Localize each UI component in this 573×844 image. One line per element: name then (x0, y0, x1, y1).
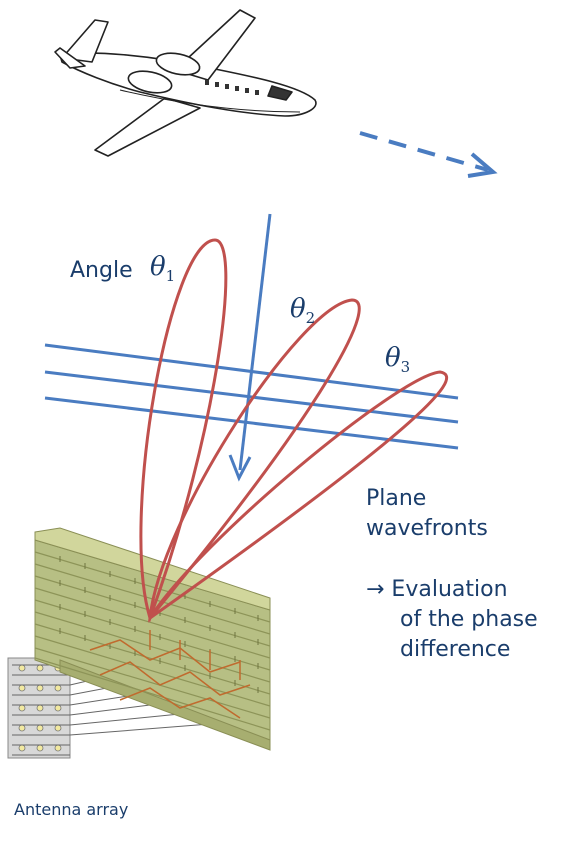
beam-lobes (139, 238, 449, 623)
antenna-array-label: Antenna array (14, 800, 129, 819)
eval-line-1: → Evaluation (366, 577, 508, 602)
antenna-array-block (34, 527, 271, 751)
theta2-label: θ2 (290, 294, 316, 327)
angle-label: Angle (70, 258, 133, 283)
theta1-label: θ1 (150, 252, 176, 285)
theta3-label: θ3 (385, 343, 411, 376)
plane-line-2: wavefronts (366, 516, 488, 541)
feed-network-board (7, 639, 211, 759)
beam-lobe-theta3 (148, 370, 449, 620)
eval-line-3: difference (400, 637, 511, 662)
direction-arrow-icon (359, 131, 498, 178)
phase-evaluation-label: → Evaluation of the phase difference (366, 575, 538, 665)
plane-wavefronts-label: Plane wavefronts (366, 484, 488, 544)
airplane-icon (54, 9, 317, 157)
beam-lobe-theta1 (139, 238, 228, 623)
beam-lobe-theta2 (147, 298, 361, 623)
incoming-signal-arrow (228, 213, 272, 482)
eval-line-2: of the phase (400, 607, 538, 632)
plane-line-1: Plane (366, 486, 427, 511)
